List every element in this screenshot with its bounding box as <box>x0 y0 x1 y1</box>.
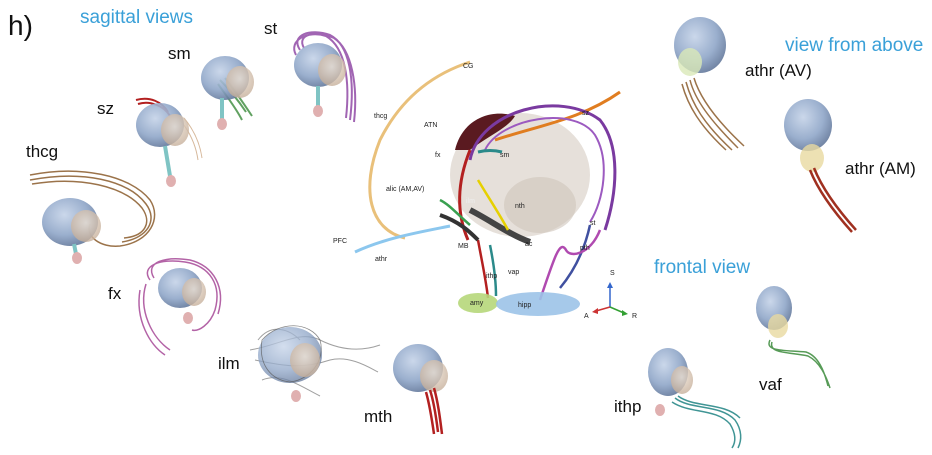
center-label-pth: pth <box>580 245 590 252</box>
axis-label-A: A <box>584 313 589 320</box>
section-title-above: view from above <box>785 36 923 55</box>
sm-tract-view <box>201 56 254 130</box>
center-label-ithp: ithp <box>486 273 497 280</box>
center-label-sz: sz <box>582 110 589 117</box>
center-label-alic: alic (AM,AV) <box>386 186 424 193</box>
thcg-tract-view <box>30 171 155 264</box>
tract-label-fx: fx <box>108 285 121 302</box>
center-label-athr: athr <box>375 256 387 263</box>
section-title-frontal: frontal view <box>654 258 750 277</box>
ilm-tract-view <box>250 326 380 402</box>
tract-label-vaf: vaf <box>759 376 782 393</box>
center-label-MB: MB <box>458 243 469 250</box>
center-label-ATN: ATN <box>424 122 437 129</box>
center-label-sm: sm <box>500 152 509 159</box>
tract-label-mth: mth <box>364 408 392 425</box>
center-label-CG: CG <box>463 63 474 70</box>
tract-label-athr-av: athr (AV) <box>745 62 812 79</box>
tract-label-thcg: thcg <box>26 143 58 160</box>
ithp-tract-view <box>648 348 741 448</box>
mth-tract-view <box>393 344 448 434</box>
center-label-fx: fx <box>435 152 440 159</box>
fx-tract-view <box>139 259 220 355</box>
center-label-st: st <box>590 220 595 227</box>
athr-av-tract-view <box>674 17 744 150</box>
axis-label-R: R <box>632 313 637 320</box>
tract-label-athr-am: athr (AM) <box>845 160 916 177</box>
tract-label-sz: sz <box>97 100 114 117</box>
center-label-ilm: ilm <box>466 198 475 205</box>
tract-label-ithp: ithp <box>614 398 641 415</box>
st-tract-view <box>294 32 355 122</box>
center-label-amy: amy <box>470 300 483 307</box>
center-label-ac: ac <box>525 241 532 248</box>
sz-tract-view <box>136 99 202 187</box>
vaf-tract-view <box>756 286 830 388</box>
tract-label-sm: sm <box>168 45 191 62</box>
section-title-sagittal: sagittal views <box>80 8 193 27</box>
center-label-vap: vap <box>508 269 519 276</box>
center-label-nth: nth <box>515 203 525 210</box>
tract-label-st: st <box>264 20 277 37</box>
axis-label-S: S <box>610 270 615 277</box>
center-label-hipp: hipp <box>518 302 531 309</box>
center-label-thcg: thcg <box>374 113 387 120</box>
tract-label-ilm: ilm <box>218 355 240 372</box>
panel-label: h) <box>8 12 33 40</box>
center-label-PFC: PFC <box>333 238 347 245</box>
